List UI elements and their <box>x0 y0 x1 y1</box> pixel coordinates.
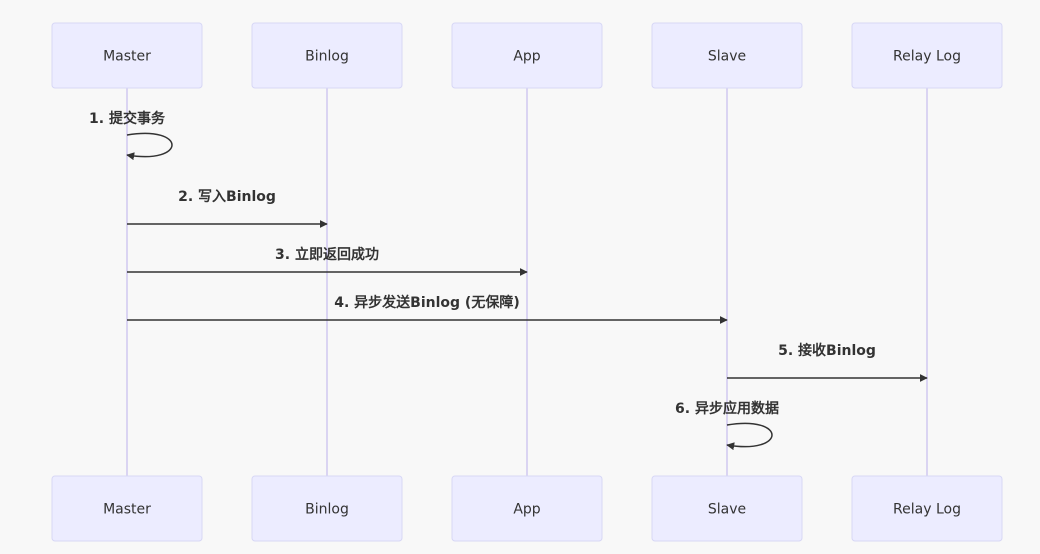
participant-box <box>451 475 603 542</box>
participant-relay-log-bottom: Relay Log <box>851 475 1003 542</box>
message-1: 1. 提交事务 <box>89 110 173 161</box>
participant-app-top: App <box>451 22 603 89</box>
self-arrow <box>726 422 773 451</box>
participant-label: App <box>513 502 540 518</box>
participant-label: Slave <box>708 502 746 518</box>
participant-label: App <box>513 49 540 65</box>
participant-label: Master <box>103 502 151 518</box>
message-2: 2. 写入Binlog <box>127 189 328 228</box>
participant-label: Slave <box>708 49 746 65</box>
message-label: 1. 提交事务 <box>89 110 166 127</box>
participant-slave-top: Slave <box>651 22 803 89</box>
participant-master-bottom: Master <box>51 475 203 542</box>
self-arrow <box>126 132 173 161</box>
participant-label: Relay Log <box>893 49 961 65</box>
message-label: 3. 立即返回成功 <box>275 246 379 263</box>
participant-slave-bottom: Slave <box>651 475 803 542</box>
participant-label: Binlog <box>305 49 349 65</box>
participant-label: Binlog <box>305 502 349 518</box>
participant-box <box>851 475 1003 542</box>
participant-box <box>451 22 603 89</box>
participant-box <box>251 22 403 89</box>
message-label: 2. 写入Binlog <box>178 189 276 205</box>
participant-box <box>51 475 203 542</box>
participant-app-bottom: App <box>451 475 603 542</box>
participant-relay-log-top: Relay Log <box>851 22 1003 89</box>
participant-box <box>651 22 803 89</box>
message-label: 4. 异步发送Binlog (无保障) <box>334 294 519 311</box>
message-label: 6. 异步应用数据 <box>675 400 779 417</box>
message-4: 4. 异步发送Binlog (无保障) <box>127 294 728 324</box>
message-3: 3. 立即返回成功 <box>127 246 528 276</box>
participant-binlog-bottom: Binlog <box>251 475 403 542</box>
participant-box <box>651 475 803 542</box>
message-6: 6. 异步应用数据 <box>675 400 779 451</box>
message-5: 5. 接收Binlog <box>727 342 928 382</box>
participant-label: Master <box>103 49 151 65</box>
participant-box <box>851 22 1003 89</box>
participant-master-top: Master <box>51 22 203 89</box>
participant-box <box>51 22 203 89</box>
participant-binlog-top: Binlog <box>251 22 403 89</box>
participant-label: Relay Log <box>893 502 961 518</box>
message-label: 5. 接收Binlog <box>778 342 876 359</box>
participant-box <box>251 475 403 542</box>
